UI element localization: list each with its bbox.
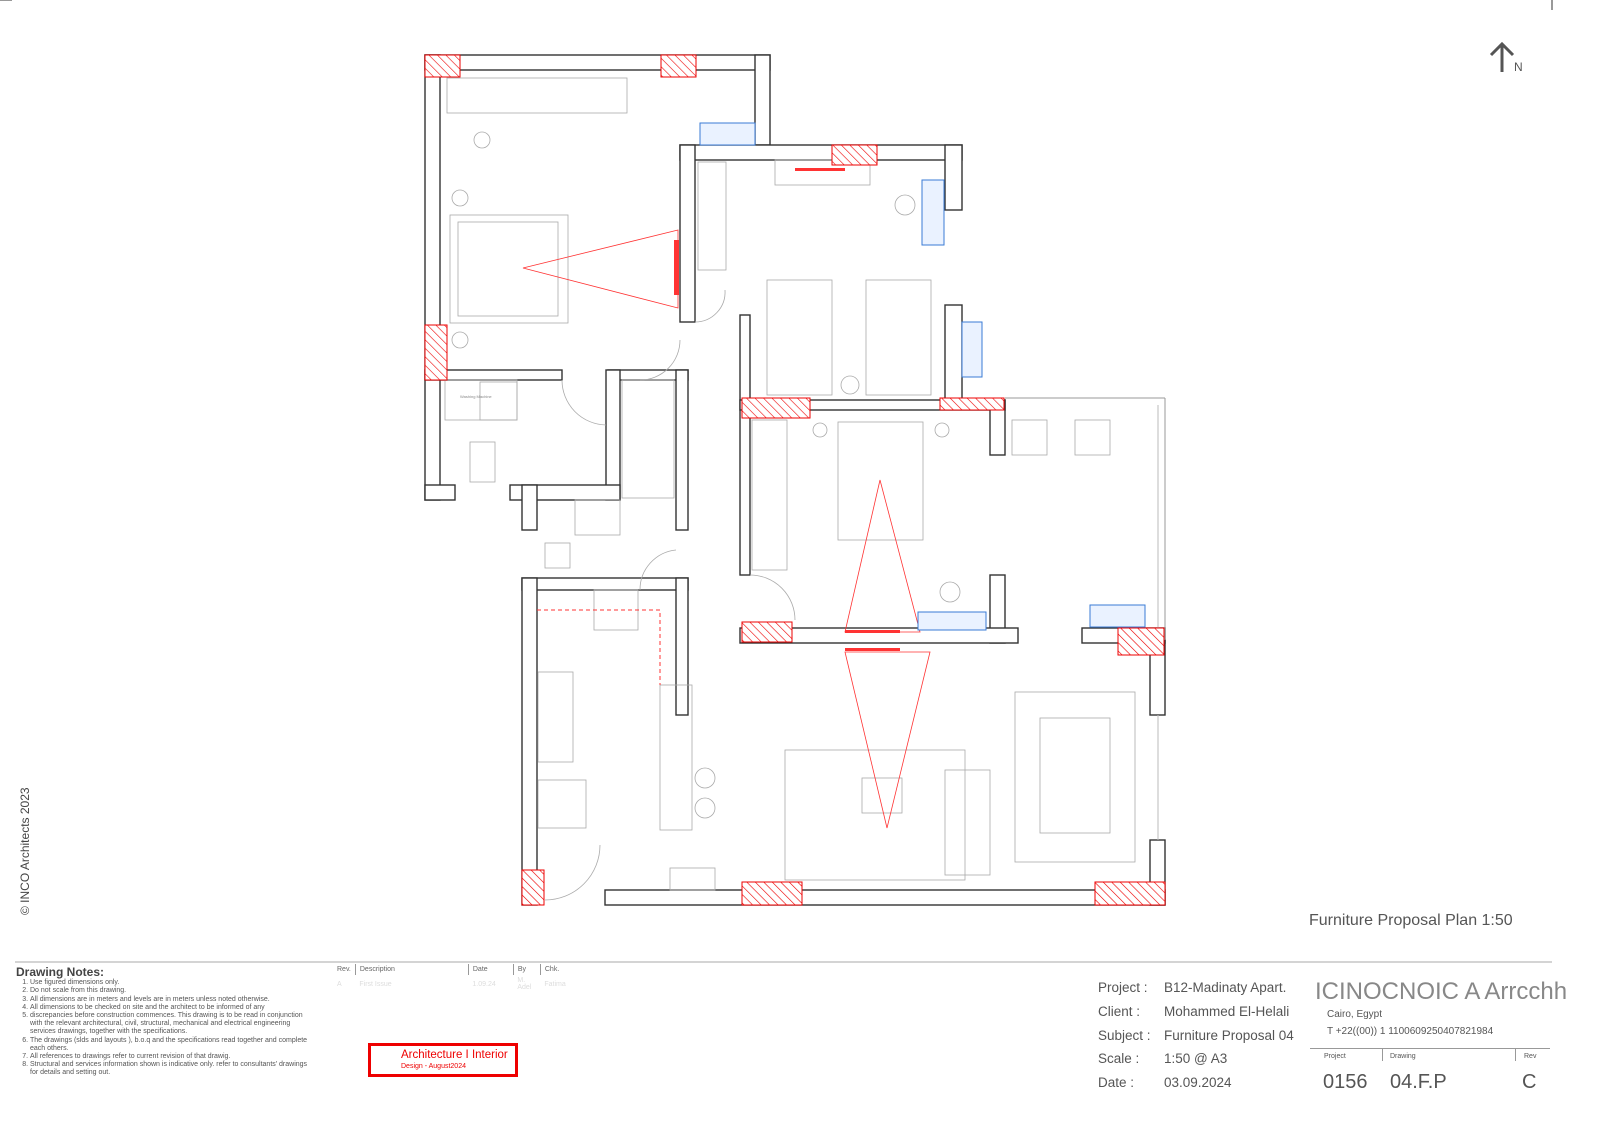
description-header: Description	[354, 964, 469, 975]
walls	[424, 54, 1166, 906]
note: The drawings (slds and layouts ), b.o.q …	[30, 1037, 316, 1053]
stamp-line2: Design - August2024	[401, 1063, 466, 1070]
scale-label: Scale :	[1098, 1051, 1140, 1067]
drawing-notes: Drawing Notes: Use figured dimensions on…	[16, 965, 316, 1078]
tv-view-cones	[522, 168, 931, 829]
note: All dimensions to be checked on site and…	[30, 1004, 316, 1012]
note: Use figured dimensions only.	[30, 979, 316, 987]
project-value: B12-Madinaty Apart.	[1164, 980, 1287, 995]
by-header: By	[512, 964, 541, 975]
note: discrepancies before construction commen…	[30, 1012, 316, 1037]
firm-phone: T +22((00)) 1 1100609250407821984	[1327, 1026, 1494, 1037]
revision-table: Rev. Description Date By Chk. A First Is…	[333, 964, 570, 993]
washing-machine-label: Washing Machine	[460, 394, 492, 399]
ac-units	[699, 122, 1146, 631]
subject-value: Furniture Proposal 04	[1164, 1027, 1294, 1043]
project-info: Project : B12-Madinaty Apart. Client : Moh…	[1098, 976, 1294, 1095]
description-cell: First Issue	[359, 980, 392, 988]
date-label: Date :	[1098, 1075, 1135, 1091]
furniture	[444, 77, 1136, 901]
drawing-no: 04.F.P	[1390, 1071, 1447, 1093]
rev-no-label: Rev	[1524, 1053, 1537, 1060]
note: All references to drawings refer to curr…	[30, 1053, 316, 1061]
rev-no: C	[1522, 1071, 1537, 1093]
drawing-title: Furniture Proposal Plan 1:50	[1309, 912, 1513, 929]
structural-columns	[424, 54, 1166, 906]
drawing-no-label: Drawing	[1390, 1053, 1416, 1060]
drawing-number-block: Project Drawing Rev 0156 04.F.P C	[1310, 1048, 1550, 1093]
copyright: © INCO Architects 2023	[18, 787, 32, 915]
project-no-label: Project	[1324, 1053, 1346, 1060]
client-value: Mohammed El-Helali	[1164, 1003, 1290, 1019]
date-value: 03.09.2024	[1164, 1075, 1232, 1091]
client-label: Client :	[1098, 1003, 1141, 1019]
chk-header: Chk.	[539, 964, 570, 975]
note: All dimensions are in meters and levels …	[30, 996, 316, 1004]
firm-logo: ICINOCNOIC A Arrcchh	[1315, 978, 1568, 1005]
date-cell: 1.09.24	[472, 980, 496, 988]
north-label: N	[1514, 60, 1523, 74]
date-header: Date	[467, 964, 514, 975]
north-arrow-icon	[1489, 41, 1515, 72]
rev-header: Rev.	[337, 966, 351, 973]
scale-value: 1:50 @ A3	[1164, 1051, 1228, 1067]
stamp-line1: Architecture I Interior	[401, 1049, 508, 1061]
note: Do not scale from this drawing.	[30, 987, 316, 995]
subject-label: Subject :	[1098, 1027, 1151, 1043]
revision-row: A First Issue 1.09.24 M. Adel Fatima	[333, 975, 570, 993]
note: Structural and services information show…	[30, 1061, 316, 1077]
project-no: 0156	[1323, 1071, 1368, 1093]
project-label: Project :	[1098, 980, 1148, 995]
chk-cell: Fatima	[544, 980, 566, 988]
firm-city: Cairo, Egypt	[1327, 1009, 1383, 1020]
notes-heading: Drawing Notes:	[16, 965, 105, 979]
design-stamp: Architecture I Interior Design - August2…	[368, 1043, 518, 1077]
by-cell: M. Adel	[517, 977, 532, 991]
rev-cell: A	[337, 980, 342, 988]
